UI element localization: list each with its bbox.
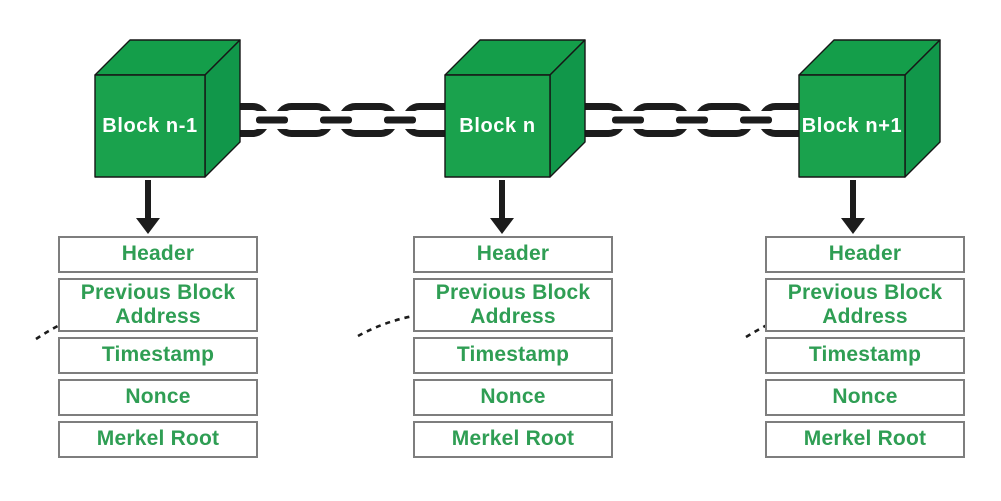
field-merkel-root: Merkel Root — [58, 421, 258, 458]
block-label: Block n+1 — [801, 114, 903, 137]
block-label: Block n — [459, 114, 536, 137]
field-timestamp: Timestamp — [765, 337, 965, 374]
field-nonce: Nonce — [765, 379, 965, 416]
cube-front-face — [94, 74, 206, 178]
field-previous-block-address: Previous Block Address — [413, 278, 613, 332]
cube-front-face — [444, 74, 551, 178]
field-merkel-root: Merkel Root — [765, 421, 965, 458]
field-previous-block-address: Previous Block Address — [765, 278, 965, 332]
field-header: Header — [58, 236, 258, 273]
block-fields-column: Header Previous Block Address Timestamp … — [58, 236, 258, 458]
field-header: Header — [413, 236, 613, 273]
block-fields-column: Header Previous Block Address Timestamp … — [765, 236, 965, 458]
down-arrow-icon — [490, 180, 514, 234]
block-label: Block n-1 — [102, 114, 198, 137]
cube-3d-icon — [444, 39, 586, 178]
cube-3d-icon — [94, 39, 241, 178]
field-merkel-root: Merkel Root — [413, 421, 613, 458]
cube-3d-icon — [798, 39, 941, 178]
chain-link-icon — [210, 103, 462, 137]
field-previous-block-address: Previous Block Address — [58, 278, 258, 332]
down-arrow-icon — [841, 180, 865, 234]
field-timestamp: Timestamp — [58, 337, 258, 374]
chain-link-icon — [566, 103, 818, 137]
field-timestamp: Timestamp — [413, 337, 613, 374]
cube-front-face — [798, 74, 906, 178]
field-nonce: Nonce — [58, 379, 258, 416]
block-fields-column: Header Previous Block Address Timestamp … — [413, 236, 613, 458]
field-header: Header — [765, 236, 965, 273]
field-nonce: Nonce — [413, 379, 613, 416]
down-arrow-icon — [136, 180, 160, 234]
